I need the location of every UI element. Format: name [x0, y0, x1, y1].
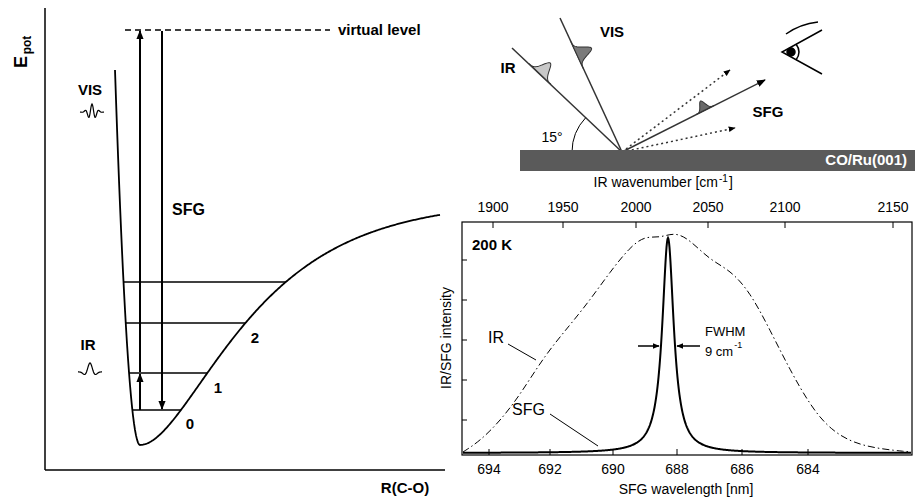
fwhm-arrow — [677, 345, 700, 347]
virtual-level-line — [125, 29, 330, 31]
beam-label: VIS — [78, 82, 102, 99]
tick-label: 2150 — [877, 200, 908, 215]
potential-curve — [115, 70, 440, 445]
level-number: 2 — [251, 330, 259, 347]
potential-curve — [115, 70, 440, 445]
wave-packets — [78, 104, 104, 375]
temperature-label: 200 K — [472, 237, 512, 254]
tick-label: 1900 — [477, 200, 508, 215]
axis-subscript: pot — [21, 36, 34, 55]
vis-arrow — [139, 31, 141, 372]
pulse-shape — [571, 35, 598, 69]
curve-label: IR — [488, 329, 504, 347]
tick-label: 684 — [796, 462, 819, 477]
plot-frame — [462, 222, 912, 455]
beam-label: SFG — [172, 201, 205, 219]
level-number: 0 — [186, 416, 194, 433]
axis-title: E — [12, 56, 32, 68]
level-label: virtual level — [338, 22, 421, 39]
spectra — [463, 234, 911, 453]
sfg-beam — [622, 80, 765, 152]
ir-spectrum — [463, 234, 911, 452]
axis-title: IR wavenumber [cm — [594, 175, 718, 190]
beam-label: IR — [81, 337, 96, 354]
tick-label: 2050 — [692, 200, 723, 215]
angle-label: 15° — [541, 130, 562, 145]
beam-label: VIS — [600, 24, 624, 41]
eye-icon — [782, 22, 822, 74]
pulse-shape — [529, 53, 561, 84]
level-number: 1 — [214, 380, 222, 397]
distance-axis — [45, 469, 445, 471]
sfg-spectrum — [463, 238, 911, 453]
tick-label: 686 — [730, 462, 753, 477]
angle-arc — [572, 118, 586, 152]
beam-label: SFG — [753, 104, 784, 121]
surface-band: CO/Ru(001) — [520, 150, 915, 171]
vibrational-level — [129, 372, 207, 373]
tick-label: 1950 — [547, 200, 578, 215]
curve-label: SFG — [512, 401, 545, 419]
leader-line — [550, 414, 598, 446]
ir-arrow — [139, 374, 141, 410]
wave-packet — [78, 363, 102, 375]
fwhm-label: 9 cm — [705, 345, 733, 359]
axis-ticks — [462, 222, 893, 455]
axis-superscript: -1 — [719, 173, 728, 184]
axis-title: IR/SFG intensity — [439, 287, 454, 389]
vibrational-level — [126, 322, 246, 323]
sfg-arrow — [161, 31, 163, 409]
axis-title: R(C-O) — [381, 480, 429, 497]
beam-label: IR — [501, 60, 516, 77]
leader-line — [508, 344, 536, 360]
scatter-beam — [622, 70, 730, 152]
ir-beam — [512, 48, 622, 152]
energy-axis — [44, 8, 46, 470]
fwhm-superscript: -1 — [734, 341, 742, 351]
vibrational-level — [124, 281, 286, 282]
axis-title: ] — [729, 175, 733, 190]
surface-label: CO/Ru(001) — [825, 152, 907, 169]
tick-label: 692 — [538, 462, 561, 477]
tick-label: 688 — [665, 462, 688, 477]
pulse-shape — [692, 97, 714, 115]
tick-label: 2100 — [769, 200, 800, 215]
tick-label: 2000 — [620, 200, 651, 215]
wave-packet — [80, 104, 104, 117]
axis-title: SFG wavelength [nm] — [619, 482, 754, 497]
tick-label: 690 — [601, 462, 624, 477]
fwhm-label: FWHM — [705, 325, 745, 339]
scatter-beam — [622, 128, 735, 152]
laser-pulses — [529, 35, 714, 115]
fwhm-arrow — [638, 345, 659, 347]
tick-label: 694 — [477, 462, 500, 477]
